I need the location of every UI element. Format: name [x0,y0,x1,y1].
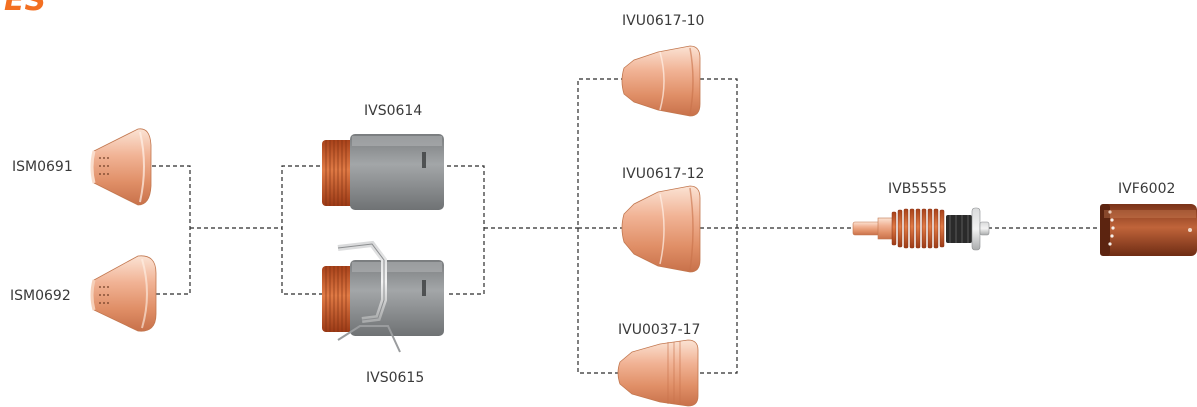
connector-nozzles [152,166,190,294]
label-ivu0617-12: IVU0617-12 [622,166,704,182]
shield-ivu0037-17-image [618,340,698,406]
label-ism0692: ISM0692 [10,288,71,304]
label-ism0691: ISM0691 [12,159,73,175]
brand-logo: ES [4,0,46,18]
label-ivs0614: IVS0614 [364,103,422,119]
retaining-cap-ivs0615-image [322,244,444,352]
connector-caps-right [447,166,484,294]
connector-caps-left [282,166,327,294]
shield-ivu0617-12-image [622,186,700,272]
retaining-cap-ivs0614-image [322,134,444,210]
label-ivs0615: IVS0615 [366,370,424,386]
label-ivf6002: IVF6002 [1118,181,1175,197]
label-ivu0037-17: IVU0037-17 [618,322,700,338]
swirl-ring-ivf6002-image [1100,204,1197,256]
connector-shields-right [700,79,737,373]
label-ivu0617-10: IVU0617-10 [622,13,704,29]
nozzle-ism0691-image [92,129,151,205]
label-ivb5555: IVB5555 [888,181,947,197]
shield-ivu0617-10-image [622,46,700,116]
electrode-ivb5555-image [853,208,989,250]
nozzle-ism0692-image [92,256,156,331]
